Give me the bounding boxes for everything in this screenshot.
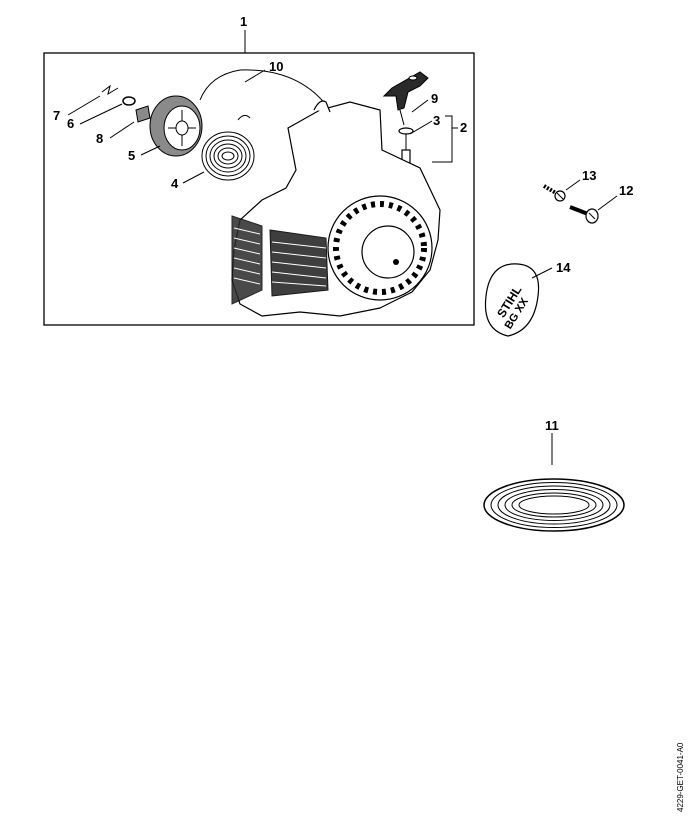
screw-12 [569, 205, 599, 224]
starter-grip [382, 71, 429, 126]
fan-housing [231, 100, 441, 317]
callout-11: 11 [545, 418, 559, 433]
spring-coil [483, 478, 625, 532]
stihl-badge: STIHL BG XX [484, 263, 540, 337]
callout-5: 5 [128, 148, 135, 163]
callout-12: 12 [619, 183, 633, 198]
washer [122, 96, 136, 106]
callout-9: 9 [431, 91, 438, 106]
callout-2: 2 [460, 120, 467, 135]
callout-10: 10 [269, 59, 283, 74]
rewind-spring [201, 114, 255, 181]
screw-13 [542, 184, 566, 202]
callout-6: 6 [67, 116, 74, 131]
callout-1: 1 [240, 14, 247, 29]
callout-7: 7 [53, 108, 60, 123]
callout-13: 13 [582, 168, 596, 183]
callout-4: 4 [171, 176, 179, 191]
callout-14: 14 [556, 260, 571, 275]
callout-8: 8 [96, 131, 103, 146]
pawl [135, 105, 151, 123]
assembly-frame [43, 52, 475, 326]
callout-3: 3 [433, 113, 440, 128]
drawing-id: 4229-GET-0041-A0 [676, 742, 685, 812]
rope-rotor [149, 95, 203, 157]
spring-clip [101, 84, 119, 96]
